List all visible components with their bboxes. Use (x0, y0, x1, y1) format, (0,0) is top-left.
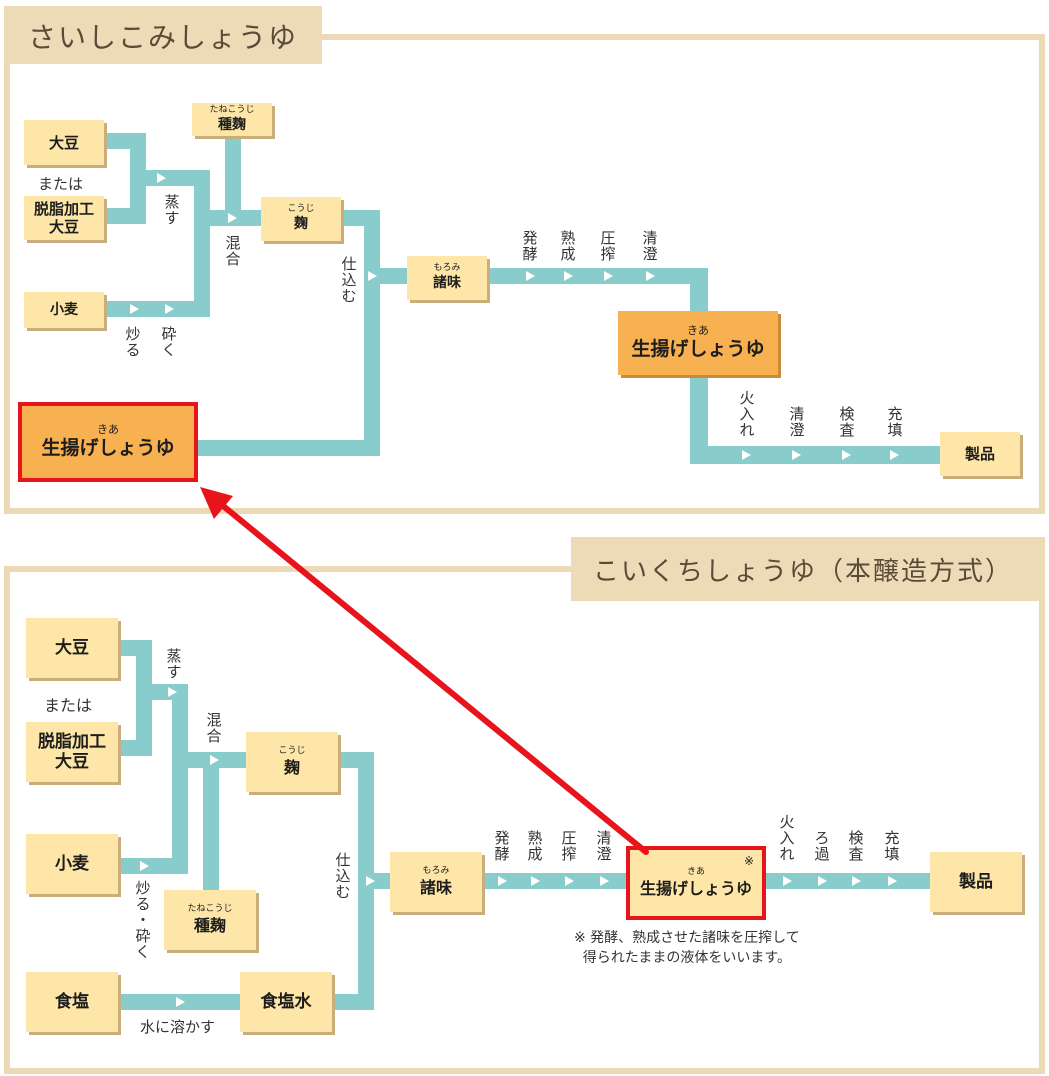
press-label: 圧搾 (600, 229, 616, 263)
flow-arrow (526, 271, 535, 281)
or-label: または (44, 696, 93, 715)
pasteurize-label: 火入れ (779, 813, 795, 863)
pipe (194, 440, 380, 456)
moromi-box: もろみ諸味 (407, 256, 487, 300)
flow-arrow (531, 876, 540, 886)
koji-box: こうじ麹 (246, 732, 338, 792)
clarify-label: 清澄 (642, 229, 658, 263)
flow-arrow (168, 687, 177, 697)
fill-label: 充填 (884, 829, 900, 863)
brew-label: 仕込む (335, 851, 351, 901)
flow-arrow (366, 876, 375, 886)
roast-label: 炒る (125, 325, 141, 359)
dissolve-label: 水に溶かす (140, 1018, 216, 1036)
wheat-box: 小麦 (24, 292, 104, 328)
flow-arrow (842, 450, 851, 460)
pipe (194, 170, 210, 317)
brew-label: 仕込む (341, 255, 357, 305)
press-label: 圧搾 (561, 829, 577, 863)
product-box: 製品 (930, 852, 1022, 912)
defatted-soybean-box: 脱脂加工大豆 (26, 722, 118, 782)
mix-label: 混合 (225, 234, 241, 268)
flow-arrow (742, 450, 751, 460)
flow-arrow (604, 271, 613, 281)
inspect-label: 検査 (839, 405, 855, 439)
bottom-title-tab: こいくちしょうゆ（本醸造方式） (571, 537, 1045, 601)
or-label: または (38, 175, 84, 193)
flow-arrow (646, 271, 655, 281)
pipe (130, 170, 210, 186)
soybean-box: 大豆 (26, 618, 118, 678)
kiage-shoyu-box: きあ生揚げしょうゆ (618, 311, 778, 375)
flow-arrow (228, 213, 237, 223)
pipe (364, 210, 380, 456)
soybean-box: 大豆 (24, 120, 104, 165)
top-title: さいしこみしょうゆ (28, 21, 299, 54)
flow-arrow (888, 876, 897, 886)
crush-label: 砕く (161, 325, 177, 359)
flow-arrow (368, 271, 377, 281)
seed-koji-box: たねこうじ種麹 (192, 103, 272, 136)
bottom-title: こいくちしょうゆ（本醸造方式） (593, 557, 1014, 587)
defatted-soybean-box: 脱脂加工大豆 (24, 196, 104, 240)
top-title-tab: さいしこみしょうゆ (4, 6, 322, 64)
flow-arrow (564, 271, 573, 281)
flow-arrow (157, 173, 166, 183)
flow-arrow (498, 876, 507, 886)
flow-arrow (165, 304, 174, 314)
pipe (488, 268, 708, 284)
mature-label: 熟成 (527, 829, 543, 863)
flow-arrow (852, 876, 861, 886)
seed-koji-box: たねこうじ種麹 (164, 890, 256, 950)
pipe (172, 684, 188, 874)
pipe (482, 873, 630, 889)
flow-arrow (890, 450, 899, 460)
roast-crush-label: 炒る・砕く (135, 879, 151, 961)
pipe (118, 858, 188, 874)
ferment-label: 発酵 (522, 229, 538, 263)
footnote: ※ 発酵、熟成させた諸味を圧搾して得られたままの液体をいいます。 (574, 930, 800, 966)
koji-box: こうじ麹 (261, 197, 341, 241)
flow-arrow (565, 876, 574, 886)
pipe (690, 446, 942, 464)
clarify-label-2: 清澄 (789, 405, 805, 439)
steam-label: 蒸す (166, 647, 182, 681)
pasteurize-label: 火入れ (739, 389, 755, 439)
flow-arrow (600, 876, 609, 886)
fill-label: 充填 (887, 405, 903, 439)
kiage-shoyu-highlighted-box: きあ生揚げしょうゆ ※ (626, 846, 766, 920)
flow-arrow (130, 304, 139, 314)
note-mark: ※ (743, 854, 754, 868)
pipe (690, 372, 708, 464)
salt-box: 食塩 (26, 972, 118, 1032)
clarify-label: 清澄 (596, 829, 612, 863)
ferment-label: 発酵 (494, 829, 510, 863)
steam-label: 蒸す (164, 193, 180, 227)
flow-arrow (176, 997, 185, 1007)
flow-arrow (210, 755, 219, 765)
moromi-box: もろみ諸味 (390, 852, 482, 912)
mix-label: 混合 (206, 711, 222, 745)
pipe (203, 752, 219, 892)
mature-label: 熟成 (560, 229, 576, 263)
flow-arrow (783, 876, 792, 886)
pipe (225, 134, 241, 226)
brine-box: 食塩水 (240, 972, 332, 1032)
pipe (332, 994, 374, 1010)
flow-arrow (818, 876, 827, 886)
inspect-label: 検査 (848, 829, 864, 863)
wheat-box: 小麦 (26, 834, 118, 894)
flow-arrow (140, 861, 149, 871)
kiage-shoyu-highlighted-box: きあ生揚げしょうゆ (18, 402, 198, 482)
filter-label: ろ過 (814, 829, 830, 863)
pipe (690, 268, 708, 318)
product-box: 製品 (940, 432, 1020, 476)
flow-arrow (792, 450, 801, 460)
